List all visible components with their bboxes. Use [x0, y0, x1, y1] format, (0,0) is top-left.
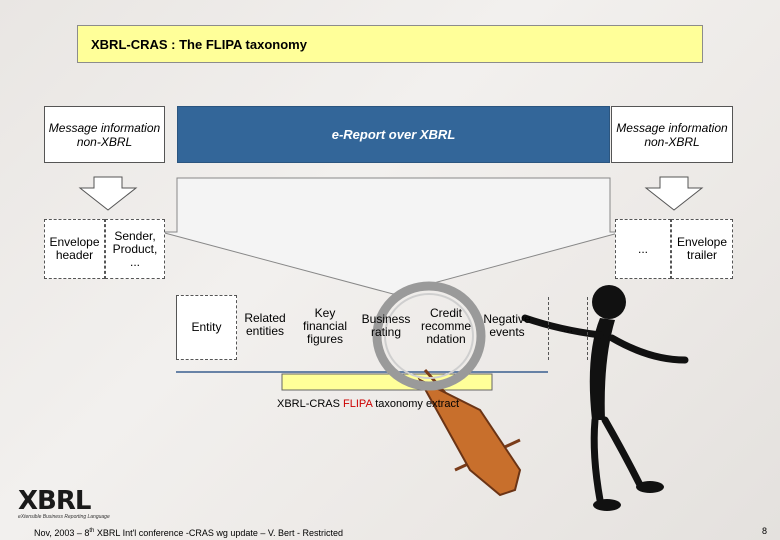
ellipsis-right-box: ...: [615, 219, 671, 279]
logo-text: XBRL: [18, 486, 91, 516]
magnifier-figure-icon: [372, 281, 689, 511]
item-business-rating-label: Business rating: [361, 312, 411, 339]
item-credit-label: Credit recomme ndation: [420, 306, 471, 346]
item-related-entities: Related entities: [237, 312, 293, 338]
right-down-arrow: [644, 176, 704, 211]
footer-text: Nov, 2003 – 8th XBRL Int'l conference -C…: [34, 528, 343, 538]
message-right-label: Message information non-XBRL: [616, 120, 728, 149]
envelope-header-label: Envelope header: [49, 235, 100, 262]
item-credit-recommendation: Credit recomme ndation: [416, 307, 476, 346]
envelope-header-box: Envelope header: [44, 219, 105, 279]
message-right-box: Message information non-XBRL: [611, 106, 733, 163]
page-number: 8: [762, 526, 768, 536]
item-related-entities-label: Related entities: [244, 311, 286, 338]
message-left-box: Message information non-XBRL: [44, 106, 165, 163]
item-entity-label: Entity: [191, 320, 222, 334]
item-negative-events-label: Negative events: [483, 312, 531, 339]
left-down-arrow: [78, 176, 138, 211]
footer-sup: th: [89, 528, 95, 534]
caption-prefix: XBRL-CRAS: [277, 398, 344, 410]
ereport-box: e-Report over XBRL: [177, 106, 610, 163]
ellipsis-right-label: ...: [637, 241, 648, 256]
item-key-financial-figures: Key financial figures: [295, 307, 355, 346]
item-key-figures-label: Key financial figures: [302, 306, 348, 346]
message-left-label: Message information non-XBRL: [48, 120, 161, 149]
ereport-label: e-Report over XBRL: [331, 127, 456, 142]
item-negative-events: Negative events: [478, 313, 536, 339]
logo-subtext: eXtensible Business Reporting Language: [18, 514, 110, 520]
item-business-rating: Business rating: [357, 313, 415, 339]
xbrl-logo: XBRL eXtensible Business Reporting Langu…: [18, 488, 130, 526]
item-ellipsis: ...: [548, 297, 588, 360]
big-down-arrow: [160, 177, 623, 295]
envelope-trailer-label: Envelope trailer: [676, 235, 728, 262]
slide-title: XBRL-CRAS : The FLIPA taxonomy: [91, 37, 307, 52]
item-entity: Entity: [176, 295, 237, 360]
title-box: XBRL-CRAS : The FLIPA taxonomy: [77, 25, 703, 63]
sender-box: Sender, Product, ...: [105, 219, 165, 279]
footer-post: XBRL Int'l conference -CRAS wg update – …: [94, 528, 344, 538]
caption-highlight: FLIPA: [343, 398, 373, 410]
item-ellipsis-label: ...: [562, 321, 573, 335]
sender-label: Sender, Product, ...: [112, 228, 158, 269]
envelope-trailer-box: Envelope trailer: [671, 219, 733, 279]
footer-pre: Nov, 2003 – 8: [34, 528, 90, 538]
caption-suffix: taxonomy extract: [372, 398, 460, 410]
taxonomy-caption: XBRL-CRAS FLIPA taxonomy extract: [277, 398, 459, 410]
